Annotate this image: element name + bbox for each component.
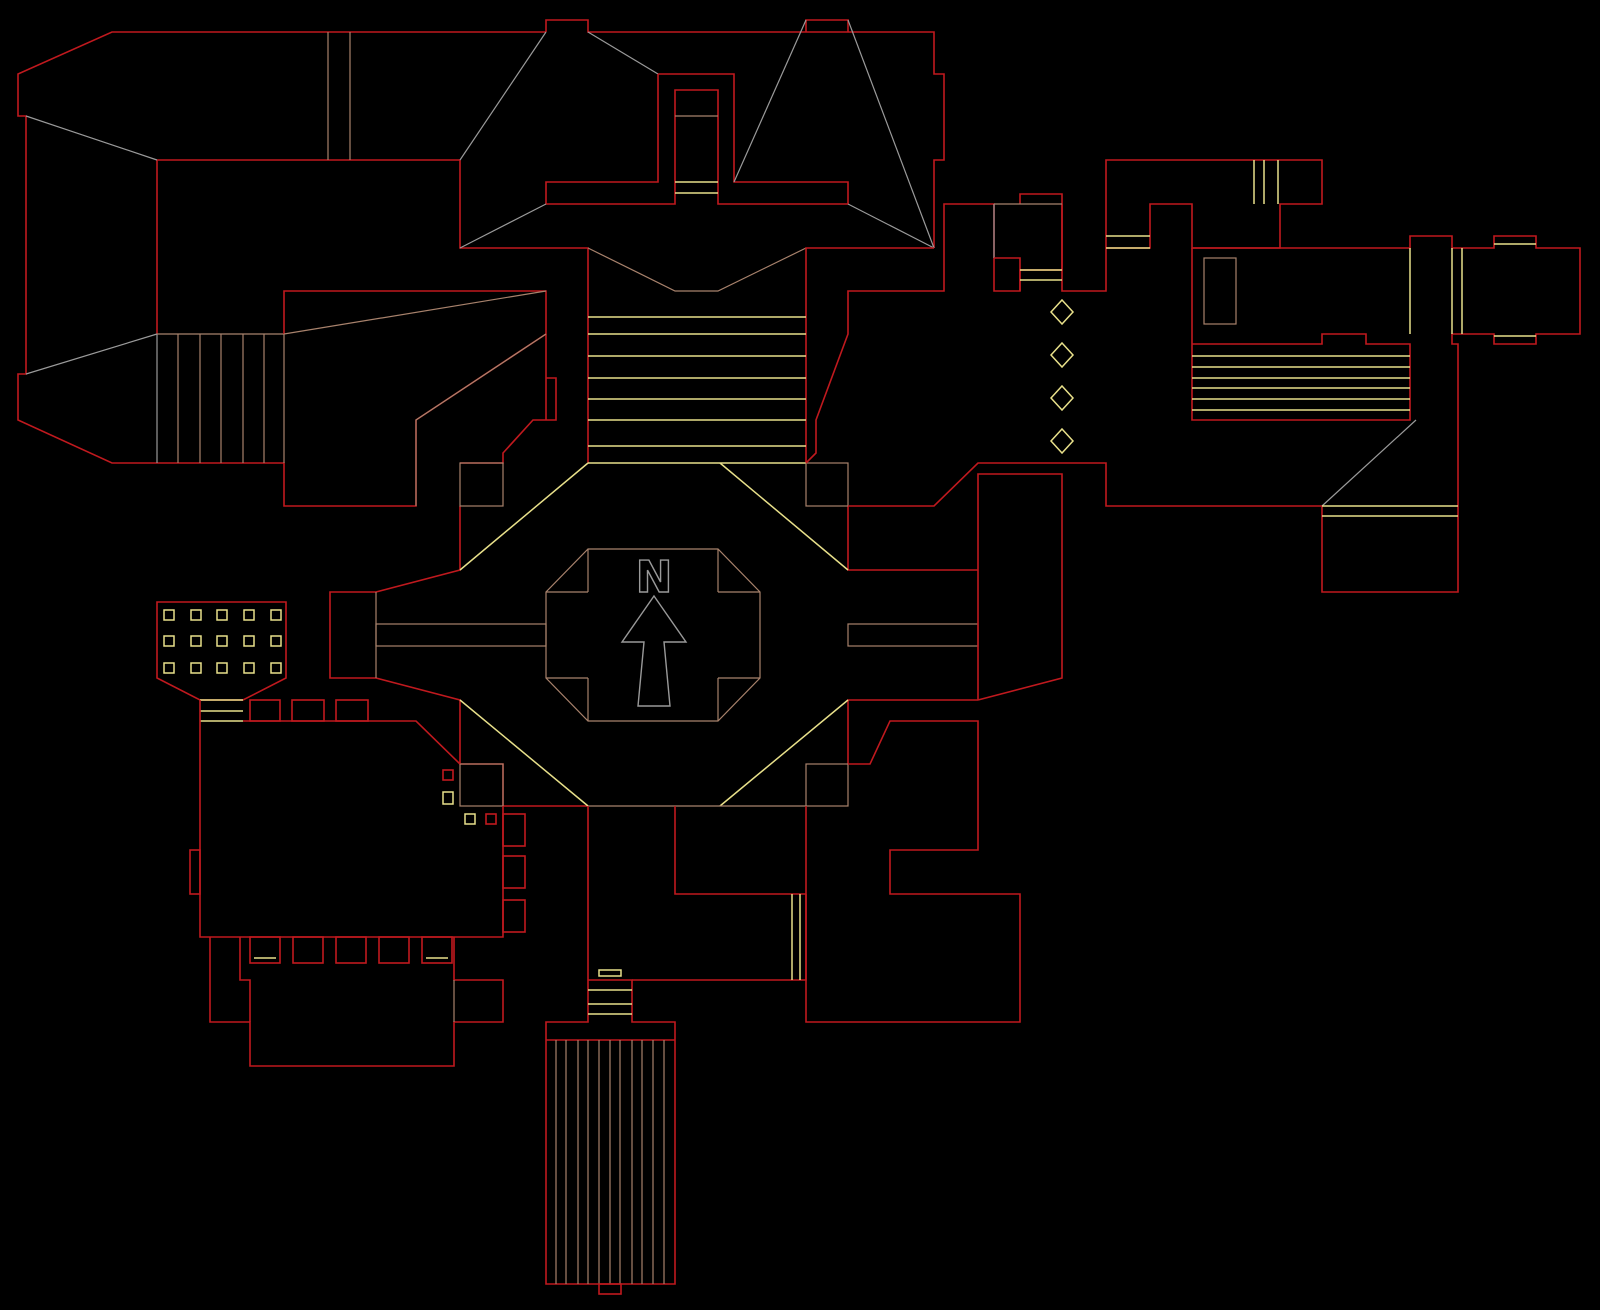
northwest-hall bbox=[17, 31, 557, 507]
southwest-hall bbox=[189, 699, 526, 1067]
key-marker-icon bbox=[1049, 298, 1075, 455]
southeast-rooms bbox=[674, 720, 1021, 1023]
east-courtyard bbox=[805, 159, 1323, 701]
north-temple bbox=[459, 19, 945, 464]
compass-letter: N bbox=[636, 552, 673, 603]
west-grid-room bbox=[156, 601, 287, 722]
north-arrow-icon: N bbox=[620, 551, 688, 707]
central-hub bbox=[329, 462, 979, 807]
far-east-wing bbox=[1191, 235, 1581, 593]
south-corridor bbox=[545, 806, 807, 1295]
